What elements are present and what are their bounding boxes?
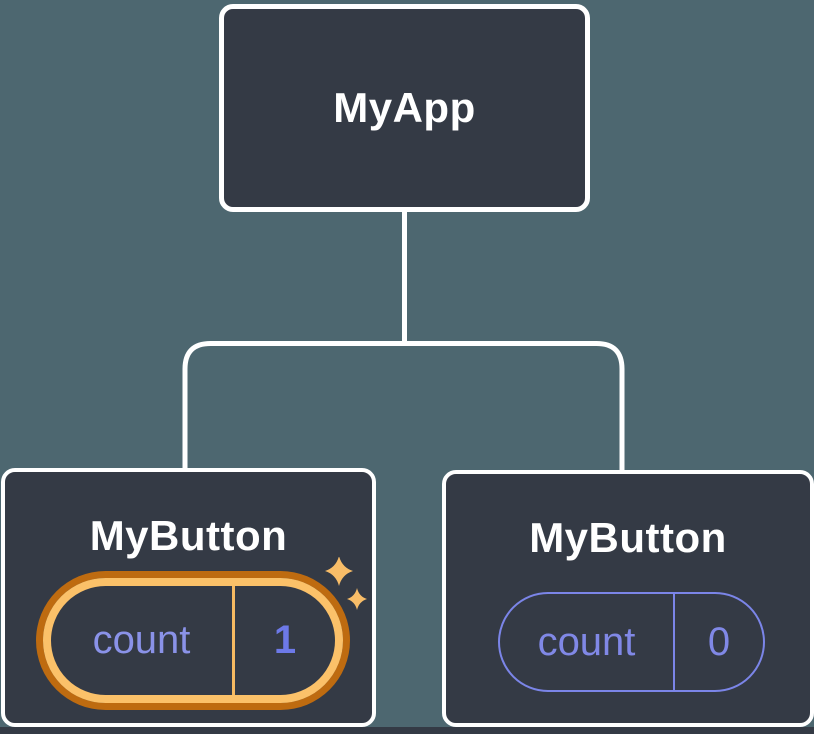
state-pill-divider <box>673 594 675 690</box>
state-pill-highlighted: count 1 <box>43 578 343 703</box>
root-node-myapp: MyApp <box>219 4 590 212</box>
state-pill-divider <box>232 586 235 695</box>
child-node-mybutton-right: MyButton count 0 <box>442 470 814 727</box>
bottom-edge-strip <box>0 727 814 734</box>
state-name: count <box>537 619 636 664</box>
state-name: count <box>92 618 191 662</box>
root-node-label: MyApp <box>333 84 476 131</box>
state-pill-plain: count 0 <box>498 592 765 692</box>
sparkles-icon <box>325 557 367 610</box>
child-node-label: MyButton <box>89 512 288 559</box>
state-value: 0 <box>707 619 731 664</box>
child-node-mybutton-left: MyButton count 1 <box>1 468 376 727</box>
state-value: 1 <box>273 618 297 662</box>
child-node-label: MyButton <box>529 514 727 561</box>
